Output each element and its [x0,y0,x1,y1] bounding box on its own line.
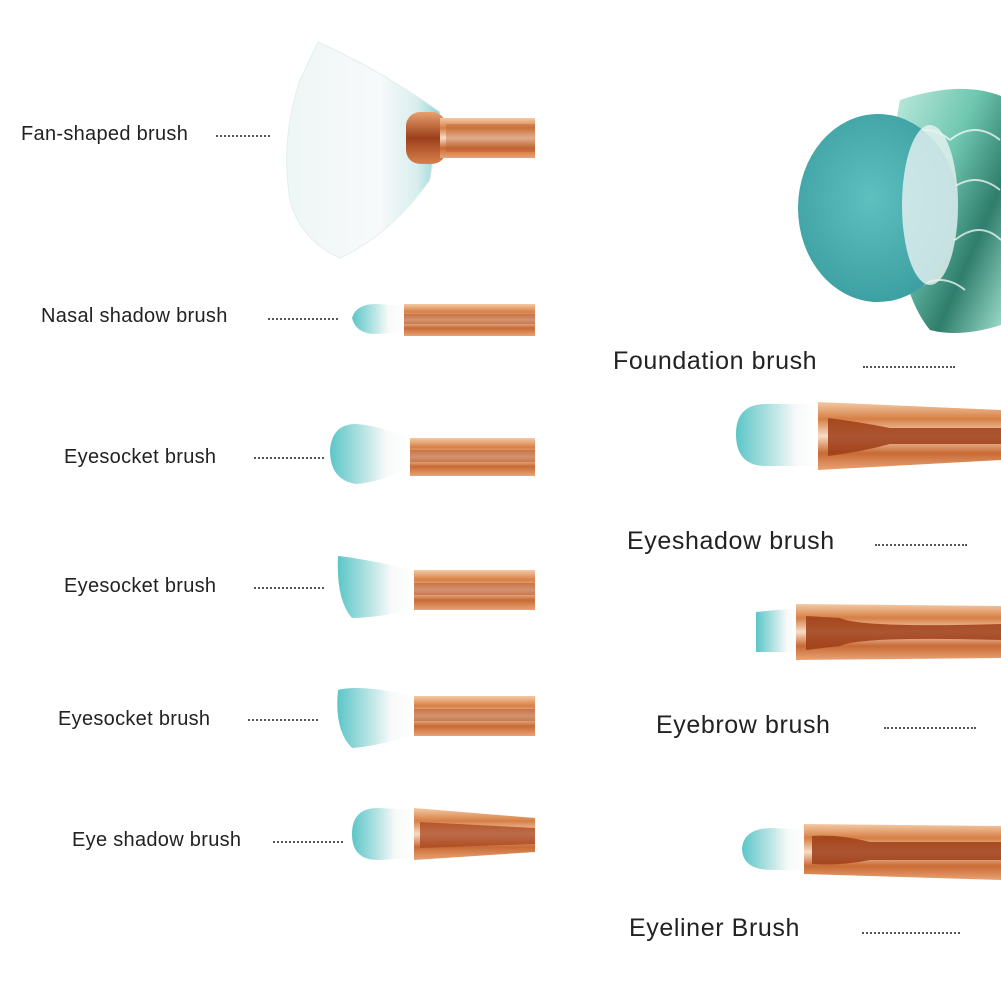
leader-line [875,544,967,546]
label-eye-shadow-brush: Eye shadow brush [72,829,242,851]
label-eyebrow-brush: Eyebrow brush [656,711,831,739]
leader-line [273,841,343,843]
leader-line [268,318,338,320]
leader-line [863,366,955,368]
eyeshadow-brush-right-icon [736,402,1001,470]
eyesocket-brush-2-icon [337,556,535,618]
eye-shadow-brush-left-icon [352,808,535,860]
label-eyesocket-brush-1: Eyesocket brush [64,446,217,468]
eyeliner-brush-icon [742,824,1001,880]
label-foundation-brush: Foundation brush [613,347,818,375]
label-eyesocket-brush-2: Eyesocket brush [64,575,217,597]
eyesocket-brush-3-icon [337,688,535,748]
label-nasal-shadow-brush: Nasal shadow brush [41,305,228,327]
fan-brush-icon [286,41,535,259]
nasal-brush-icon [352,304,535,336]
leader-line [884,727,976,729]
leader-line [254,587,324,589]
leader-line [216,135,270,137]
foundation-brush-icon [798,88,1001,334]
label-fan-shaped-brush: Fan-shaped brush [21,123,189,145]
leader-line [248,719,318,721]
leader-line [862,932,960,934]
label-eyeliner-brush: Eyeliner Brush [629,914,800,942]
eyebrow-brush-icon [756,604,1001,660]
leader-line [254,457,324,459]
label-eyesocket-brush-3: Eyesocket brush [58,708,211,730]
label-eyeshadow-brush: Eyeshadow brush [627,527,835,555]
eyesocket-brush-1-icon [330,424,535,484]
